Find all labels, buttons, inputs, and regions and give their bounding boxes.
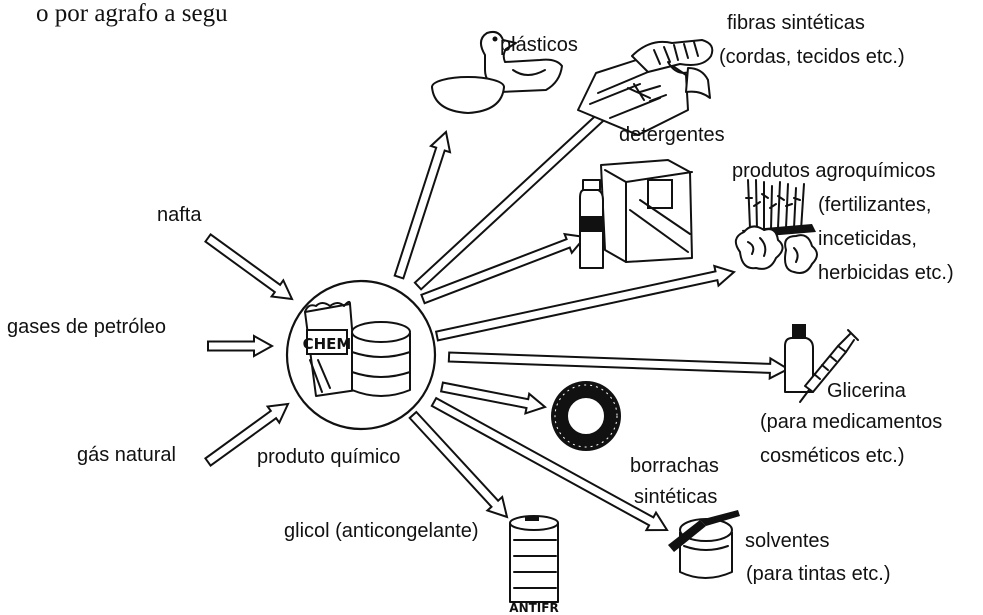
antifreeze-can-label: ANTIFR [509, 601, 558, 615]
arrow-plasticos [395, 132, 450, 278]
center-label: produto químico [257, 446, 400, 468]
antifreeze-can-icon: ANTIFR [509, 516, 558, 615]
label-glicol: glicol (anticongelante) [284, 520, 479, 542]
caption-fragment: o por agrafo a segu [36, 0, 228, 27]
arrow-glicol [410, 412, 507, 517]
tire-icon [551, 381, 621, 451]
label-glicerina: Glicerina (para medicamentos cosméticos … [760, 380, 948, 467]
arrow-nafta [205, 234, 292, 299]
plants-icon [736, 180, 817, 273]
paint-can-and-brush-icon [668, 510, 740, 578]
label-nafta: nafta [157, 204, 202, 226]
label-plasticos: plásticos [500, 34, 578, 56]
label-fibras-sinteticas: fibras sintéticas (cordas, tecidos etc.) [719, 12, 905, 68]
label-gases-de-petroleo: gases de petróleo [7, 316, 166, 338]
detergent-bottle-and-box-icon [580, 160, 692, 268]
label-borrachas-sinteticas: borrachas sintéticas [630, 455, 725, 508]
bag-label: CHEM [303, 335, 352, 353]
arrow-glicerina [449, 353, 788, 379]
chemical-products-icon: CHEM [287, 281, 435, 429]
label-solventes: solventes (para tintas etc.) [745, 530, 891, 585]
label-detergentes: detergentes [619, 124, 725, 146]
arrow-detergentes [421, 234, 585, 303]
arrow-gases [208, 336, 272, 356]
label-gas-natural: gás natural [77, 444, 176, 466]
